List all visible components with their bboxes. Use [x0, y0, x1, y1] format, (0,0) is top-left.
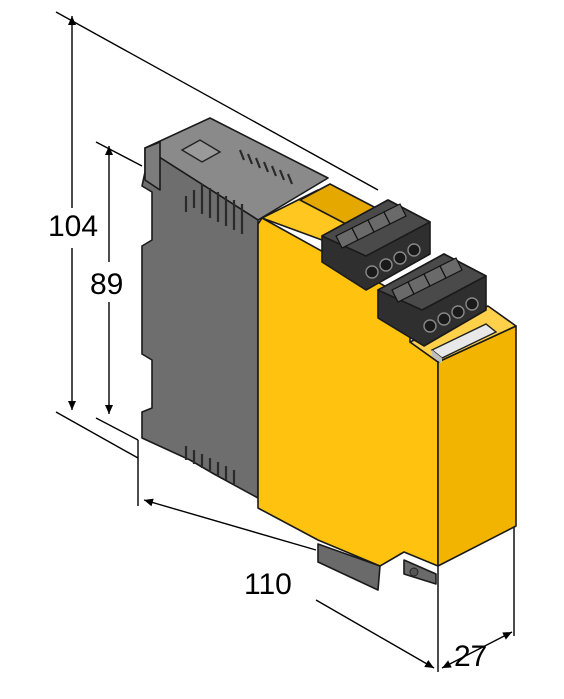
depth-label: 110 — [244, 568, 292, 601]
foot-screw-icon — [409, 567, 419, 577]
vent-slots-top — [238, 149, 294, 185]
vent-slots-bottom — [184, 446, 236, 484]
vent-slots-side — [184, 184, 244, 234]
dimension-housing-height: 89 — [90, 141, 143, 441]
terminal-block-lower — [377, 253, 487, 347]
dimension-depth: 110 — [137, 440, 439, 672]
terminal-screws-lower — [423, 297, 479, 333]
terminal-block-upper — [321, 199, 431, 291]
grey-base-housing — [141, 117, 437, 591]
top-label-square-icon — [180, 139, 222, 163]
dimension-total-height: 104 — [48, 11, 379, 459]
dimension-width: 27 — [441, 526, 515, 673]
width-label: 27 — [454, 640, 487, 673]
housing-height-label: 89 — [90, 268, 123, 301]
terminal-screws-upper — [365, 243, 421, 279]
total-height-label: 104 — [48, 210, 98, 243]
